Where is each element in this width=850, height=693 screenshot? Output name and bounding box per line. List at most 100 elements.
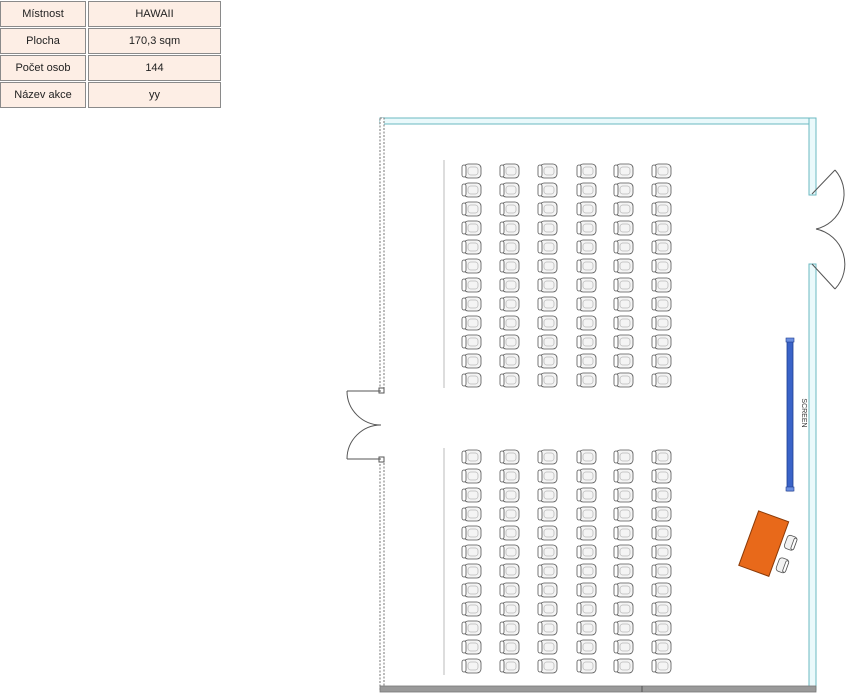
chair — [537, 258, 558, 274]
chair — [613, 315, 634, 331]
screen-bar — [786, 338, 794, 492]
chair-block-upper — [461, 163, 672, 388]
chair — [613, 563, 634, 579]
chair — [576, 239, 597, 255]
chair — [461, 334, 482, 350]
info-row-capacity: Počet osob 144 — [0, 55, 221, 81]
chair — [461, 372, 482, 388]
chair — [499, 353, 520, 369]
chair — [461, 563, 482, 579]
chair — [576, 449, 597, 465]
chair — [651, 563, 672, 579]
chair — [537, 525, 558, 541]
chair — [461, 658, 482, 674]
chair — [499, 658, 520, 674]
left-double-door — [346, 387, 385, 463]
chair — [576, 525, 597, 541]
chair — [651, 334, 672, 350]
chair — [576, 582, 597, 598]
chair — [651, 201, 672, 217]
chair — [651, 544, 672, 560]
area-value: 170,3 sqm — [88, 28, 221, 54]
right-door-swing-top — [815, 169, 845, 230]
chair — [537, 239, 558, 255]
chair — [576, 163, 597, 179]
chair — [537, 620, 558, 636]
chair — [461, 487, 482, 503]
chair — [461, 182, 482, 198]
chair — [651, 372, 672, 388]
chair — [461, 258, 482, 274]
chair — [576, 258, 597, 274]
chair — [499, 639, 520, 655]
chair — [613, 639, 634, 655]
chair — [499, 201, 520, 217]
chair — [499, 582, 520, 598]
area-label: Plocha — [0, 28, 86, 54]
chair — [651, 296, 672, 312]
chair — [499, 525, 520, 541]
chair — [461, 163, 482, 179]
event-label: Název akce — [0, 82, 86, 108]
chair — [576, 277, 597, 293]
chair — [537, 353, 558, 369]
event-value: yy — [88, 82, 221, 108]
chair — [576, 620, 597, 636]
chair — [613, 620, 634, 636]
chair — [461, 468, 482, 484]
chair — [651, 525, 672, 541]
chair — [537, 601, 558, 617]
chair — [461, 277, 482, 293]
info-row-room: Místnost HAWAII — [0, 1, 221, 27]
right-door-swing-bottom — [815, 228, 846, 290]
chair — [537, 582, 558, 598]
chair — [613, 449, 634, 465]
chair — [499, 544, 520, 560]
chair — [537, 201, 558, 217]
top-wall — [379, 117, 817, 125]
chair — [537, 544, 558, 560]
chair — [651, 582, 672, 598]
room-info-table: Místnost HAWAII Plocha 170,3 sqm Počet o… — [0, 0, 223, 109]
chair — [613, 201, 634, 217]
capacity-value: 144 — [88, 55, 221, 81]
chair — [461, 353, 482, 369]
chair — [576, 468, 597, 484]
chair — [576, 639, 597, 655]
chair-block-lower — [461, 449, 672, 674]
chair — [499, 220, 520, 236]
chair — [613, 372, 634, 388]
chair — [651, 449, 672, 465]
chair — [499, 468, 520, 484]
chair — [461, 582, 482, 598]
left-door-swing-bottom — [346, 424, 382, 460]
chair — [576, 372, 597, 388]
chair — [537, 182, 558, 198]
info-row-area: Plocha 170,3 sqm — [0, 28, 221, 54]
chair — [576, 601, 597, 617]
chair — [651, 620, 672, 636]
info-row-event: Název akce yy — [0, 82, 221, 108]
chair — [613, 582, 634, 598]
chair — [576, 315, 597, 331]
chair — [651, 468, 672, 484]
chair — [651, 220, 672, 236]
chair — [613, 334, 634, 350]
chair — [651, 506, 672, 522]
chair — [576, 658, 597, 674]
chair — [576, 296, 597, 312]
chair — [651, 258, 672, 274]
chair — [613, 258, 634, 274]
chair — [499, 239, 520, 255]
right-wall-upper — [808, 117, 817, 196]
chair — [499, 372, 520, 388]
room-walls — [379, 117, 817, 693]
chair — [461, 506, 482, 522]
chair — [537, 372, 558, 388]
chair — [499, 315, 520, 331]
chair — [461, 620, 482, 636]
chair — [613, 353, 634, 369]
chair — [651, 487, 672, 503]
chair — [613, 487, 634, 503]
chair — [461, 296, 482, 312]
